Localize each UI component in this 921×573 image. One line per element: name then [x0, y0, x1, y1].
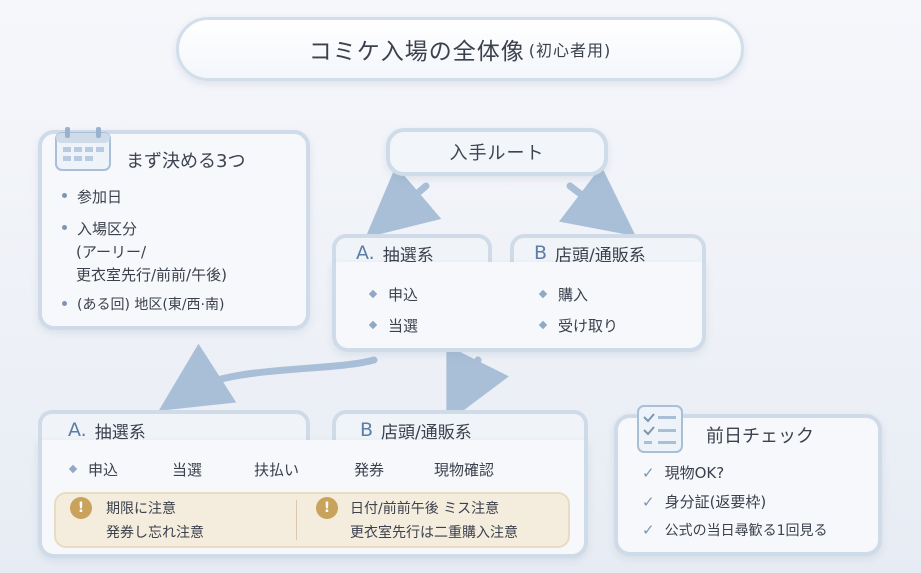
store-label: 店頭/通販系: [555, 245, 646, 266]
check-title: 前日チェック: [706, 426, 814, 447]
lottery-step-win: 当選: [370, 315, 418, 336]
bottom-lottery-label: 抽選系: [94, 422, 146, 443]
decide-title: まず決める3つ: [126, 151, 246, 172]
decide-item-category: 入場区分: [62, 218, 137, 239]
calendar-icon: [54, 126, 112, 172]
flow-step-ticket: 発券: [354, 461, 385, 479]
note-right-line2: 更衣室先行は二重購入注意: [350, 525, 518, 541]
store-step-buy: 購入: [540, 284, 588, 305]
decide-item-area: (ある回) 地区(東/西·南): [62, 294, 224, 314]
flow-step-win: 当選: [172, 461, 203, 479]
decide-item-day: 参加日: [62, 186, 122, 207]
note-left-line1: 期限に注意: [106, 501, 176, 517]
flow-step-pay: 扶払い: [254, 461, 300, 479]
note-right-line1: 日付/前前午後 ミス注意: [350, 501, 500, 517]
down-arrow-right: [446, 345, 509, 424]
note-left-line2: 発券し忘れ注意: [106, 525, 204, 541]
warning-icon-left: !: [70, 497, 92, 519]
route-title: 入手ルート: [386, 128, 608, 176]
route-detail-card: [332, 262, 706, 352]
bottom-store-label: 店頭/通販系: [381, 422, 472, 443]
route-arrow-left: [365, 165, 442, 238]
bottom-store-letter: B: [360, 419, 374, 441]
lottery-step-apply: 申込: [370, 284, 418, 305]
lottery-letter: A.: [356, 242, 375, 264]
flow-step-check: 現物確認: [434, 461, 495, 479]
check-item-official: 公式の当日尋歓る1回見る: [642, 520, 828, 540]
decide-item-category-detail1: (アーリー/: [76, 243, 147, 261]
page-title: コミケ入場の全体像 (初心者用): [176, 17, 744, 81]
decide-item-category-detail2: 更衣室先行/前前/午後): [76, 266, 227, 284]
route-arrow-right: [558, 165, 636, 237]
store-letter: B: [534, 242, 548, 264]
checklist-icon: [634, 404, 688, 456]
title-main: コミケ入場の全体像: [308, 39, 525, 65]
flow-step-apply: 申込: [70, 459, 118, 480]
bottom-lottery-letter: A.: [68, 419, 87, 441]
store-step-receive: 受け取り: [540, 315, 618, 336]
notes-box: [54, 492, 570, 548]
lottery-label: 抽選系: [382, 245, 434, 266]
down-arrow-left: [158, 343, 378, 411]
title-sub: (初心者用): [528, 41, 612, 60]
warning-icon-right: !: [316, 497, 338, 519]
check-item-id: 身分証(返要枠): [642, 491, 767, 512]
check-item-ticket: 現物OK?: [642, 462, 725, 483]
notes-divider: [296, 500, 297, 540]
